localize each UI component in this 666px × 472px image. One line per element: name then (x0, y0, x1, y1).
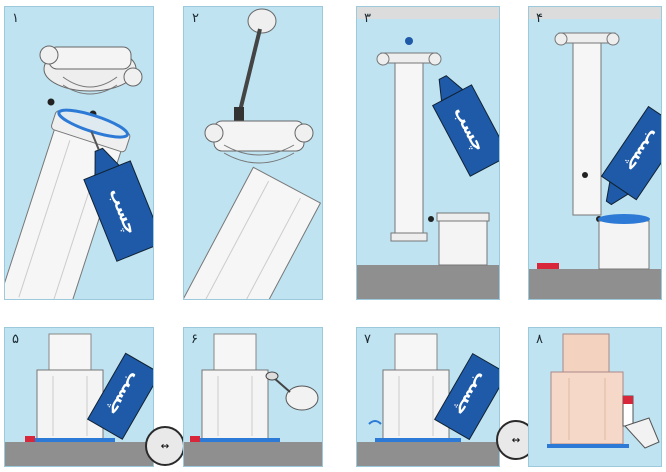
clamp-tool-icon: ↔ (145, 426, 185, 466)
glue-line (375, 438, 461, 442)
column-install-illustration: چسب (529, 7, 662, 300)
ceiling (529, 7, 662, 19)
step-panel-6: ۶ (183, 327, 323, 467)
glue-drip (369, 421, 381, 424)
step-number: ۸ (536, 332, 543, 347)
floor (529, 446, 662, 467)
floor (357, 442, 500, 467)
column-capital-illustration: چسب (5, 7, 154, 300)
ceiling (357, 7, 500, 19)
step-number: ۷ (364, 332, 371, 347)
brush (234, 9, 276, 123)
glue-dot (405, 37, 413, 45)
base-block (37, 334, 103, 440)
floor (184, 442, 323, 467)
capital (205, 121, 313, 163)
step-number: ۲ (192, 11, 322, 26)
glue-dot (48, 99, 55, 106)
step-panel-5: چسب ۵ (4, 327, 154, 467)
scraper-hand (266, 372, 318, 410)
step-panel-4: چسب ۴ (528, 6, 662, 300)
glue-dot (582, 172, 588, 178)
hand-with-tube (623, 396, 659, 448)
capital (40, 46, 142, 94)
glue-line (547, 444, 629, 448)
step-number: ۶ (191, 332, 198, 347)
step-panel-8: ۸ (528, 327, 662, 467)
step-panel-7: چسب ۷ (356, 327, 500, 467)
step-number: ۳ (364, 11, 371, 26)
step-panel-3: چسب ۳ (356, 6, 500, 300)
step-number: ۵ (12, 332, 19, 347)
step-number: ۱ (12, 11, 19, 26)
column-shaft (184, 167, 320, 300)
base-block (437, 213, 489, 265)
column-install-illustration: چسب (357, 7, 500, 300)
clamp-glyph: ↔ (512, 432, 520, 448)
base-block (383, 334, 449, 440)
glue-dot (428, 216, 434, 222)
base-block (598, 214, 650, 269)
glue-tube: چسب (423, 67, 500, 176)
floor (529, 269, 662, 300)
base-gluing-illustration: چسب (357, 328, 500, 467)
column (377, 53, 441, 241)
base-block (202, 334, 268, 440)
glue-line (29, 438, 115, 442)
glue-tube: چسب (591, 107, 662, 215)
red-marker (25, 436, 35, 442)
base-gluing-illustration: چسب (5, 328, 154, 467)
glue-line (194, 438, 280, 442)
step-panel-2: ۲ (183, 6, 323, 300)
red-marker (537, 263, 559, 269)
floor (357, 265, 500, 300)
column-capital-illustration (184, 7, 323, 300)
finished-base (551, 334, 623, 444)
step-number: ۴ (536, 11, 543, 26)
base-cleaning-illustration (184, 328, 323, 467)
red-marker (190, 436, 200, 442)
clamp-glyph: ↔ (161, 438, 169, 454)
finished-base-illustration (529, 328, 662, 467)
step-panel-1: چسب ۱ (4, 6, 154, 300)
floor (5, 442, 154, 467)
